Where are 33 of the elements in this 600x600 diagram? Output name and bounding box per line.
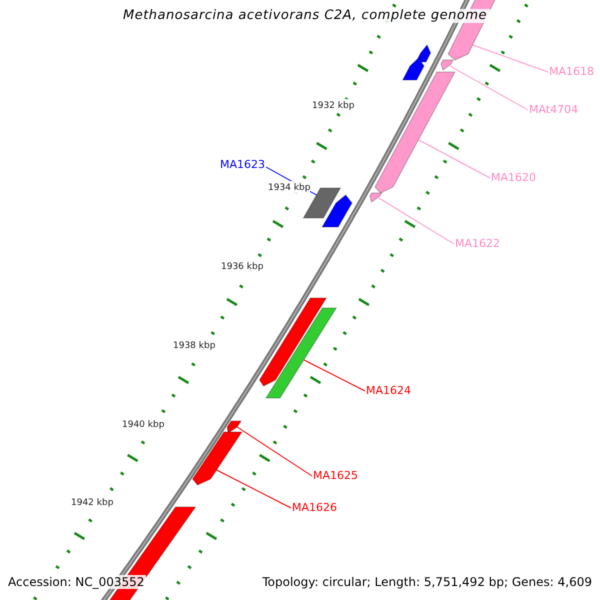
scale-label: 1938 kbp xyxy=(173,339,216,353)
gene-segment xyxy=(265,308,338,398)
gene-label: MA1623 xyxy=(220,158,266,172)
gene-label: MA1626 xyxy=(292,501,338,515)
gene-label: MA1622 xyxy=(455,237,500,251)
scale-label: 1940 kbp xyxy=(122,418,164,432)
leader-line xyxy=(472,44,548,72)
footer-text: Accession: NC_003552 xyxy=(6,575,146,589)
scale-label: 1942 kbp xyxy=(71,496,114,510)
leader-line xyxy=(304,360,366,392)
footer-text: Topology: circular; Length: 5,751,492 bp; Genes: 4,609 xyxy=(260,575,594,589)
gene-segment xyxy=(258,298,328,387)
leader-line xyxy=(378,198,454,244)
gene-segment xyxy=(369,192,382,203)
gene-label: MA1618 xyxy=(549,65,594,79)
scale-label: 1932 kbp xyxy=(312,99,354,113)
scale-label: 1934 kbp xyxy=(268,181,310,195)
gene-label: MAt4704 xyxy=(529,103,578,117)
gene-segment xyxy=(192,432,243,486)
gene-label: MA1620 xyxy=(491,171,536,185)
gene-segment xyxy=(402,57,425,80)
leader-line xyxy=(236,426,312,476)
leader-line xyxy=(216,470,292,508)
gene-segment xyxy=(321,194,353,228)
gene-label: MA1624 xyxy=(366,384,412,398)
leader-line xyxy=(418,140,490,178)
leader-line xyxy=(449,66,528,110)
scale-label: 1936 kbp xyxy=(221,260,264,274)
title: Methanosarcina acetivorans C2A, complete genome xyxy=(120,9,490,23)
gene-segment xyxy=(440,60,454,71)
gene-segment xyxy=(226,420,242,434)
gene-segment xyxy=(374,72,456,194)
gene-label: MA1625 xyxy=(313,469,358,483)
